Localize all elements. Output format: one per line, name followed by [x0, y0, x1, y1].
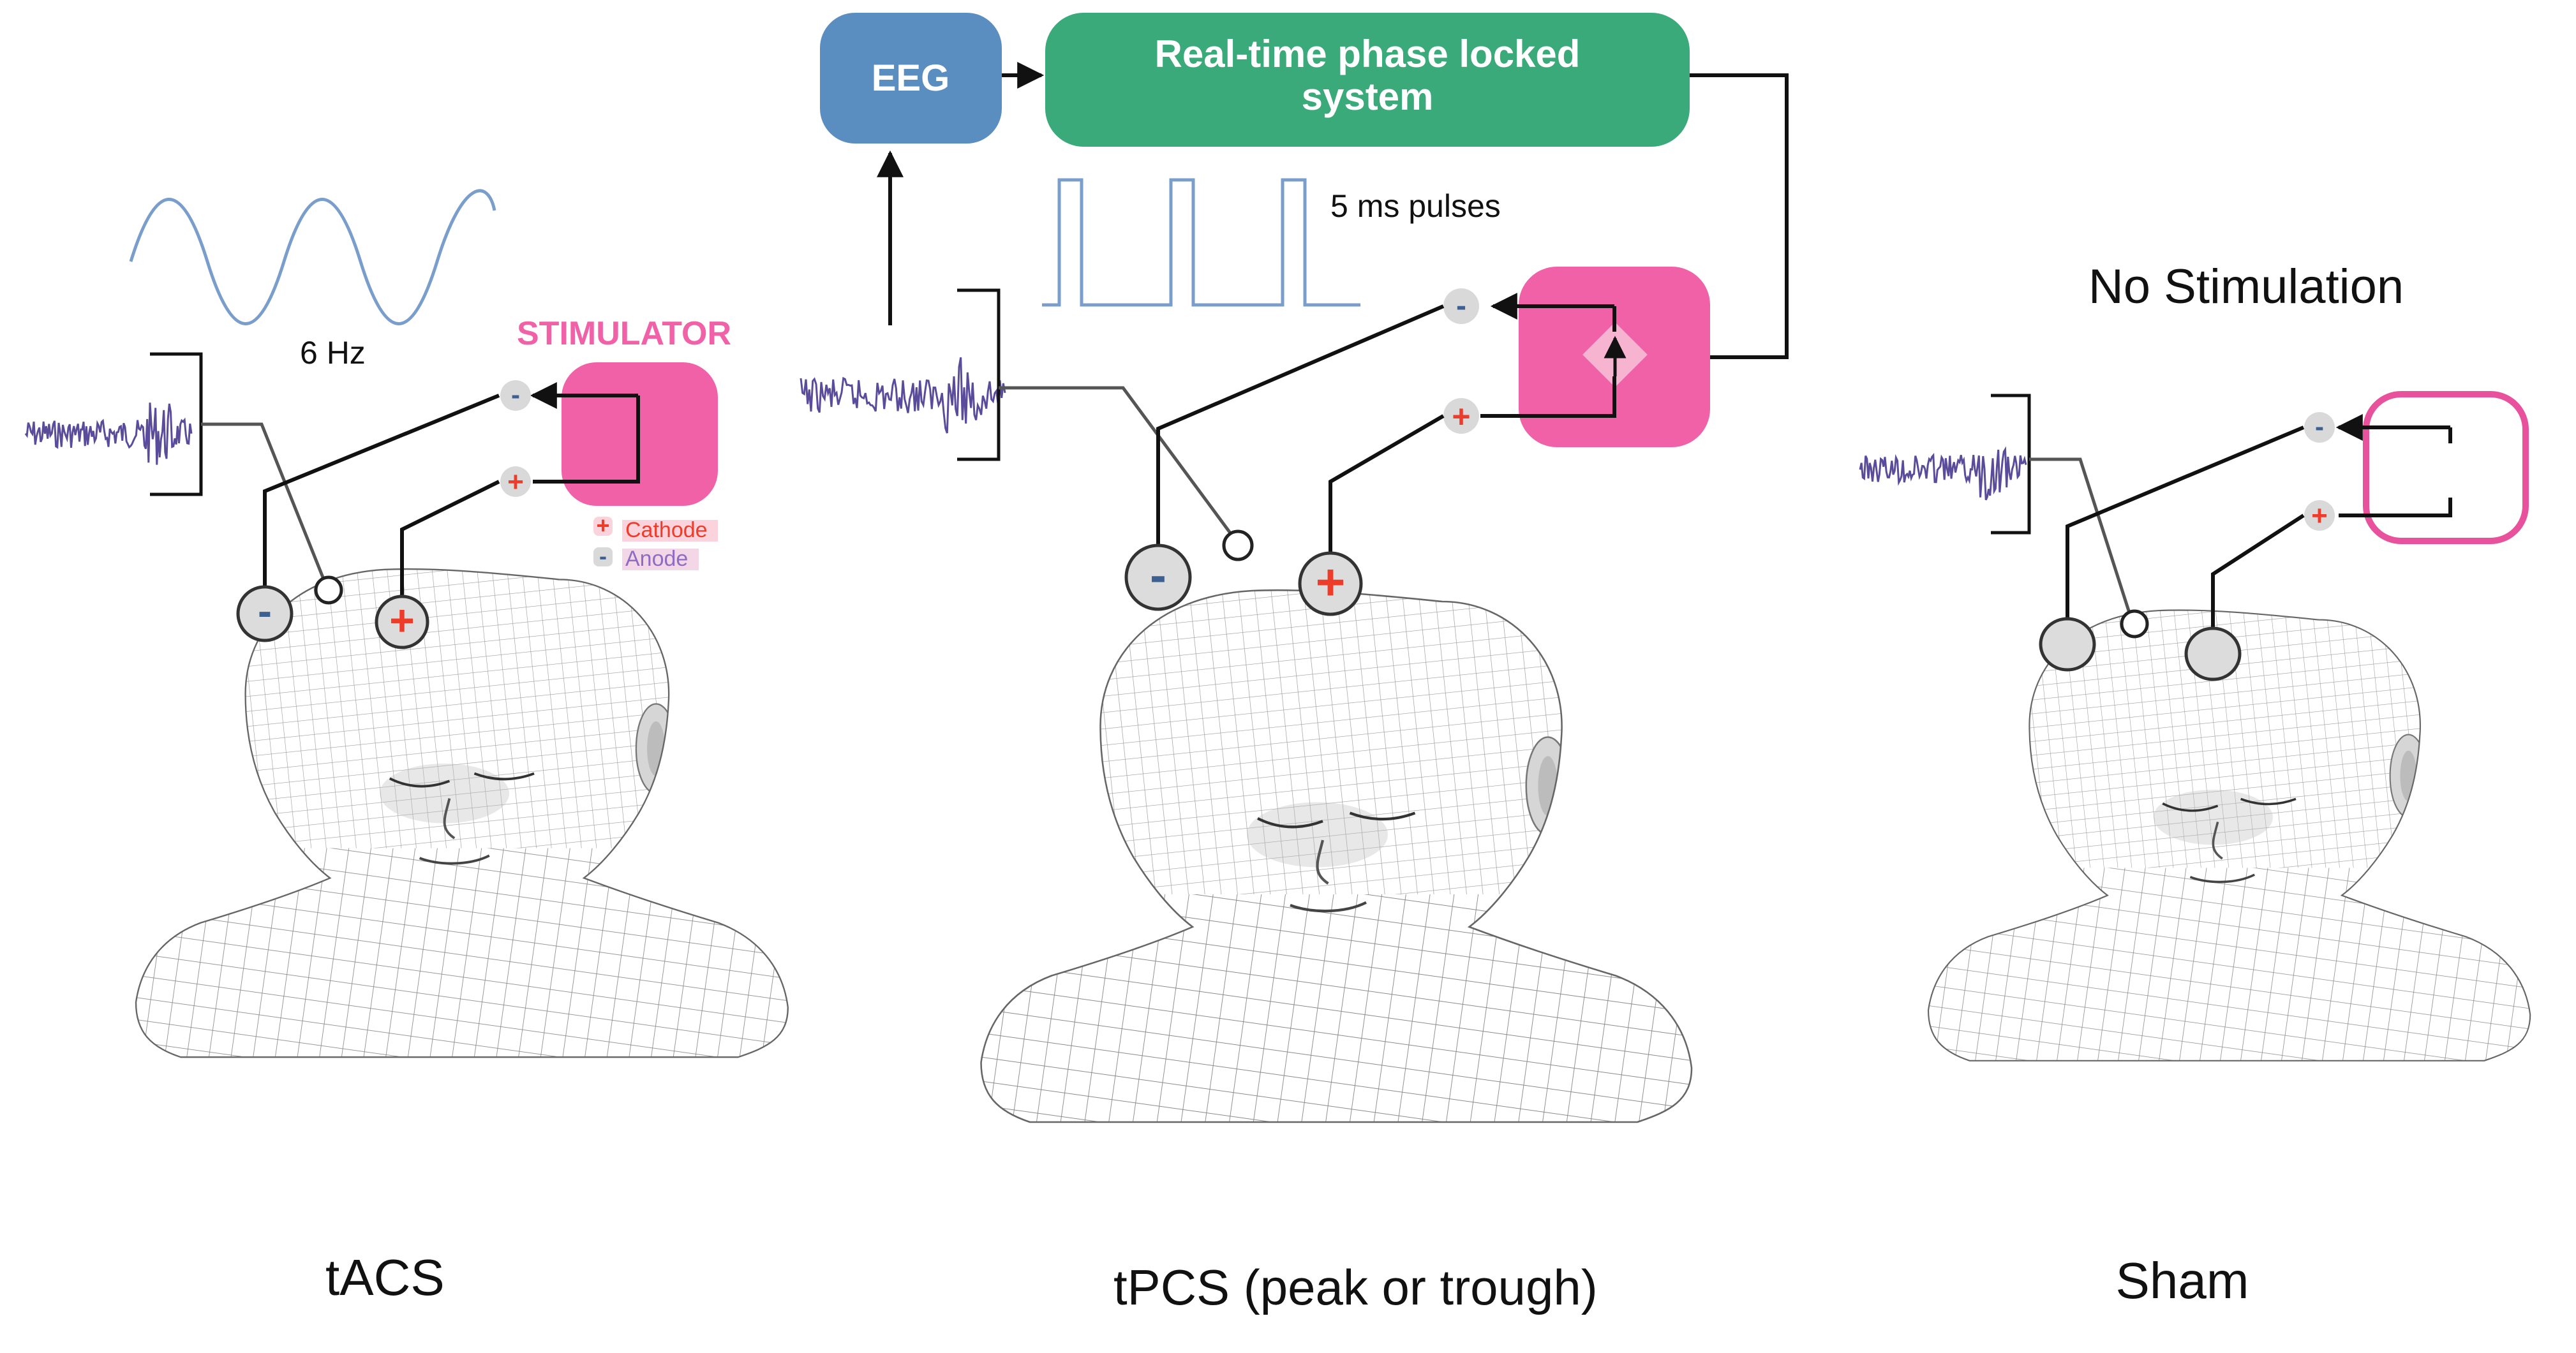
stimulator-label: STIMULATOR [517, 315, 731, 352]
head-mesh-icon [954, 558, 1713, 1144]
tacs-panel: 6 Hz STIMULATOR - + - + + Cathode - [24, 189, 808, 1306]
minus-terminal-icon [2304, 412, 2335, 443]
tacs-caption: tACS [325, 1249, 445, 1306]
reference-electrode-icon [2120, 609, 2149, 639]
eeg-lead-wire [2029, 457, 2133, 619]
cathode-wire [2066, 425, 2305, 625]
electrode-icon [1124, 543, 1192, 611]
pulse-train-icon [1042, 178, 1360, 307]
tpcs-caption: tPCS (peak or trough) [1113, 1259, 1598, 1315]
svg-text:-: - [511, 380, 520, 410]
svg-text:Cathode: Cathode [625, 518, 708, 542]
anode-wire [1329, 414, 1445, 577]
reference-electrode-icon [314, 575, 343, 605]
svg-text:+: + [596, 512, 609, 538]
svg-text:+: + [389, 596, 415, 645]
plus-terminal-icon [2304, 500, 2335, 531]
cathode-wire [1156, 304, 1445, 571]
eeg-trace-icon [800, 357, 1006, 434]
eeg-trace-icon [24, 403, 193, 465]
reference-electrode-icon [1222, 529, 1254, 561]
phase-locked-label-line1: Real-time phase locked [1155, 33, 1581, 75]
stimulator-wire [2339, 498, 2452, 517]
eeg-trace-icon [1859, 446, 2027, 501]
phase-locked-label-line2: system [1302, 75, 1434, 118]
eeg-box-label: EEG [872, 57, 950, 99]
svg-text:Anode: Anode [625, 547, 688, 571]
sham-panel: No Stimulation - + Sham [1859, 260, 2549, 1309]
svg-text:+: + [1316, 554, 1346, 610]
svg-text:-: - [1456, 289, 1466, 323]
minus-terminal-icon [1443, 288, 1479, 324]
head-mesh-icon [111, 540, 808, 1077]
electrode-icon [1298, 551, 1363, 616]
stimulator-wire [1480, 376, 1616, 418]
no-stimulation-title: No Stimulation [2088, 260, 2404, 314]
phase-lock-icon [1582, 322, 1648, 387]
eeg-box [820, 13, 1002, 144]
plus-terminal-icon [1443, 398, 1479, 434]
electrode-icon [2039, 617, 2096, 672]
svg-text:-: - [2315, 411, 2324, 441]
svg-text:+: + [1452, 399, 1470, 434]
eeg-lead-wire [201, 422, 327, 584]
electrode-icon [236, 585, 294, 642]
frequency-label: 6 Hz [300, 335, 366, 371]
svg-text:-: - [1150, 547, 1166, 603]
electrode-icon [375, 595, 429, 649]
eeg-bracket [1991, 394, 2031, 535]
svg-text:-: - [599, 543, 607, 569]
arrow-icon [1653, 73, 1789, 371]
sine-wave-icon [129, 189, 496, 325]
phase-locked-box [1045, 13, 1690, 147]
sham-caption: Sham [2116, 1252, 2249, 1309]
minus-terminal-icon [500, 380, 531, 411]
anode-wire [2211, 514, 2305, 641]
svg-text:+: + [507, 466, 524, 498]
stimulator-box-off [2363, 391, 2529, 544]
cathode-wire [263, 394, 500, 609]
electrode-icon [2184, 626, 2242, 681]
svg-text:-: - [258, 587, 272, 634]
tpcs-panel: EEG Real-time phase locked system 5 ms p… [800, 13, 1789, 1315]
pulse-label: 5 ms pulses [1330, 188, 1501, 224]
stimulator-wire [533, 396, 640, 484]
electrode-legend: + Cathode - Anode [593, 512, 718, 571]
anode-wire [400, 480, 500, 616]
plus-terminal-icon [500, 466, 531, 497]
eeg-bracket [957, 288, 1001, 461]
eeg-lead-wire [999, 386, 1237, 540]
eeg-bracket [150, 352, 203, 496]
svg-text:+: + [2311, 500, 2328, 531]
